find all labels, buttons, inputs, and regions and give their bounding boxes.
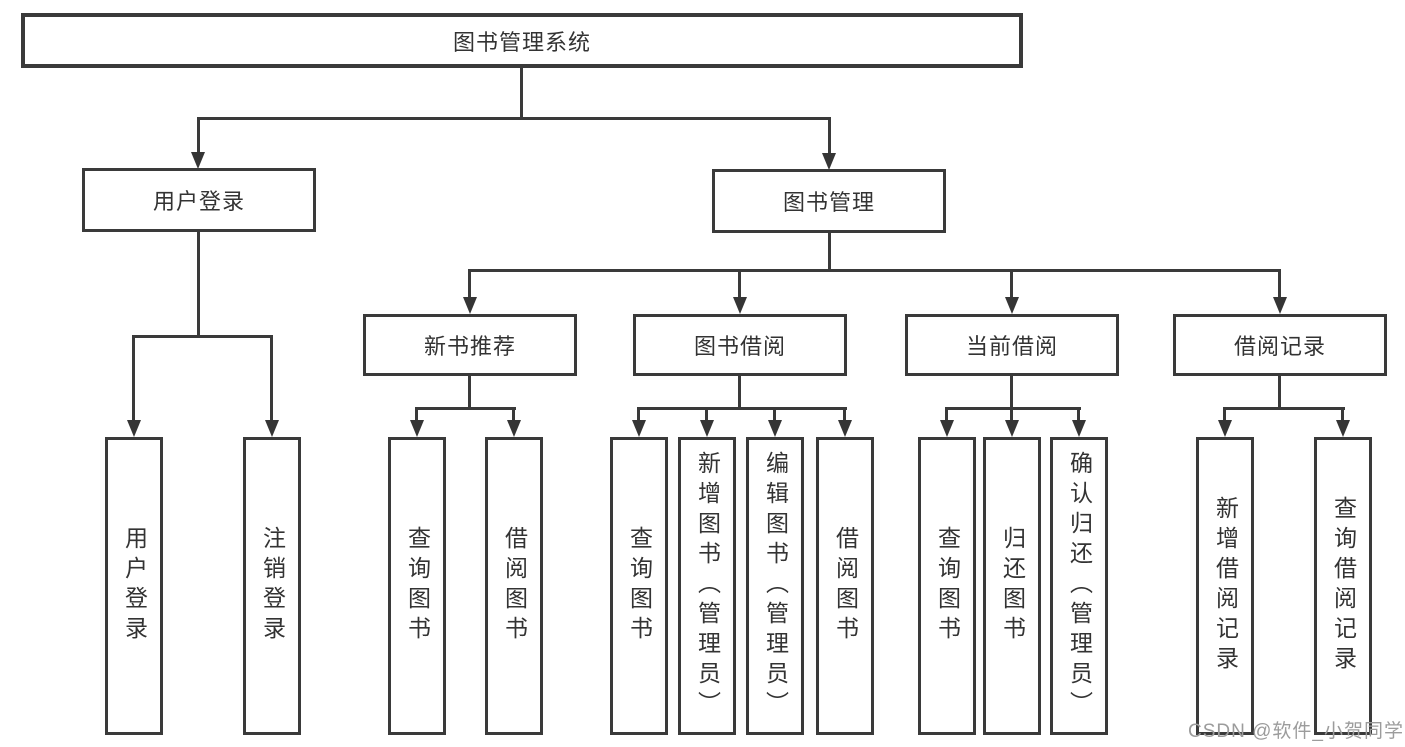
leaf-logout: 注销登录 bbox=[243, 437, 301, 735]
leaf-rec-borrow-book: 借阅图书 bbox=[485, 437, 543, 735]
arrowhead-icon bbox=[1273, 297, 1287, 314]
leaf-user-login: 用户登录 bbox=[105, 437, 163, 735]
leaf-cb-query-book-label: 查询图书 bbox=[934, 526, 961, 646]
leaf-rec-query-book: 查询图书 bbox=[388, 437, 446, 735]
connector-segment bbox=[1223, 407, 1345, 410]
node-new-book-rec-label: 新书推荐 bbox=[423, 334, 516, 359]
node-user-login-label: 用户登录 bbox=[152, 189, 245, 214]
node-root-label: 图书管理系统 bbox=[452, 29, 591, 55]
connector-segment bbox=[828, 233, 831, 272]
leaf-cb-query-book: 查询图书 bbox=[918, 437, 976, 735]
leaf-cb-confirm-return: 确认归还（管理员） bbox=[1050, 437, 1108, 735]
watermark: CSDN @软件_小贺同学 bbox=[1188, 721, 1404, 742]
arrowhead-icon bbox=[1005, 420, 1019, 437]
connector-segment bbox=[1341, 407, 1344, 423]
arrowhead-icon bbox=[733, 297, 747, 314]
connector-segment bbox=[468, 376, 471, 410]
connector-segment bbox=[1010, 407, 1013, 423]
arrowhead-icon bbox=[127, 420, 141, 437]
arrowhead-icon bbox=[463, 297, 477, 314]
connector-segment bbox=[738, 376, 741, 410]
connector-segment bbox=[132, 335, 273, 338]
connector-segment bbox=[415, 407, 418, 423]
leaf-cb-return-book: 归还图书 bbox=[983, 437, 1041, 735]
connector-segment bbox=[512, 407, 515, 423]
connector-segment bbox=[197, 117, 831, 120]
leaf-bb-add-book: 新增图书（管理员） bbox=[678, 437, 736, 735]
arrowhead-icon bbox=[1072, 420, 1086, 437]
connector-segment bbox=[637, 407, 640, 423]
connector-segment bbox=[1278, 376, 1281, 410]
arrowhead-icon bbox=[191, 152, 205, 169]
connector-segment bbox=[1077, 407, 1080, 423]
node-book-borrow: 图书借阅 bbox=[633, 314, 847, 376]
arrowhead-icon bbox=[838, 420, 852, 437]
node-borrow-record: 借阅记录 bbox=[1173, 314, 1387, 376]
arrowhead-icon bbox=[1336, 420, 1350, 437]
connector-segment bbox=[520, 66, 523, 119]
connector-segment bbox=[132, 335, 135, 423]
leaf-br-query-record-label: 查询借阅记录 bbox=[1330, 496, 1357, 676]
leaf-bb-add-book-label: 新增图书（管理员） bbox=[694, 451, 721, 721]
node-book-mgmt-label: 图书管理 bbox=[782, 190, 875, 215]
leaf-cb-confirm-return-label: 确认归还（管理员） bbox=[1066, 451, 1093, 721]
connector-segment bbox=[637, 407, 847, 410]
leaf-cb-return-book-label: 归还图书 bbox=[999, 526, 1026, 646]
connector-segment bbox=[1223, 407, 1226, 423]
leaf-bb-borrow-book: 借阅图书 bbox=[816, 437, 874, 735]
leaf-bb-edit-book: 编辑图书（管理员） bbox=[746, 437, 804, 735]
leaf-user-login-label: 用户登录 bbox=[121, 526, 148, 646]
node-user-login: 用户登录 bbox=[82, 168, 316, 232]
arrowhead-icon bbox=[1218, 420, 1232, 437]
connector-segment bbox=[197, 232, 200, 338]
arrowhead-icon bbox=[632, 420, 646, 437]
arrowhead-icon bbox=[265, 420, 279, 437]
connector-segment bbox=[945, 407, 1081, 410]
leaf-bb-edit-book-label: 编辑图书（管理员） bbox=[762, 451, 789, 721]
node-borrow-record-label: 借阅记录 bbox=[1233, 334, 1326, 359]
leaf-br-add-record: 新增借阅记录 bbox=[1196, 437, 1254, 735]
connector-segment bbox=[1010, 376, 1013, 410]
node-root: 图书管理系统 bbox=[21, 13, 1023, 68]
arrowhead-icon bbox=[700, 420, 714, 437]
node-book-mgmt: 图书管理 bbox=[712, 169, 946, 233]
leaf-br-query-record: 查询借阅记录 bbox=[1314, 437, 1372, 735]
connector-segment bbox=[738, 269, 741, 300]
arrowhead-icon bbox=[410, 420, 424, 437]
connector-segment bbox=[197, 117, 200, 154]
connector-segment bbox=[843, 407, 846, 423]
node-new-book-rec: 新书推荐 bbox=[363, 314, 577, 376]
arrowhead-icon bbox=[940, 420, 954, 437]
leaf-br-add-record-label: 新增借阅记录 bbox=[1212, 496, 1239, 676]
connector-segment bbox=[468, 269, 1281, 272]
leaf-bb-borrow-book-label: 借阅图书 bbox=[832, 526, 859, 646]
connector-segment bbox=[1278, 269, 1281, 300]
leaf-bb-query-book: 查询图书 bbox=[610, 437, 668, 735]
connector-segment bbox=[415, 407, 516, 410]
connector-segment bbox=[270, 335, 273, 423]
node-book-borrow-label: 图书借阅 bbox=[693, 334, 786, 359]
arrowhead-icon bbox=[768, 420, 782, 437]
connector-segment bbox=[1010, 269, 1013, 300]
leaf-rec-query-book-label: 查询图书 bbox=[404, 526, 431, 646]
connector-segment bbox=[705, 407, 708, 423]
leaf-bb-query-book-label: 查询图书 bbox=[626, 526, 653, 646]
leaf-logout-label: 注销登录 bbox=[259, 526, 286, 646]
node-current-borrow: 当前借阅 bbox=[905, 314, 1119, 376]
connector-segment bbox=[468, 269, 471, 300]
arrowhead-icon bbox=[822, 153, 836, 170]
connector-segment bbox=[773, 407, 776, 423]
connector-segment bbox=[945, 407, 948, 423]
connector-segment bbox=[828, 117, 831, 155]
node-current-borrow-label: 当前借阅 bbox=[965, 334, 1058, 359]
arrowhead-icon bbox=[1005, 297, 1019, 314]
leaf-rec-borrow-book-label: 借阅图书 bbox=[501, 526, 528, 646]
arrowhead-icon bbox=[507, 420, 521, 437]
